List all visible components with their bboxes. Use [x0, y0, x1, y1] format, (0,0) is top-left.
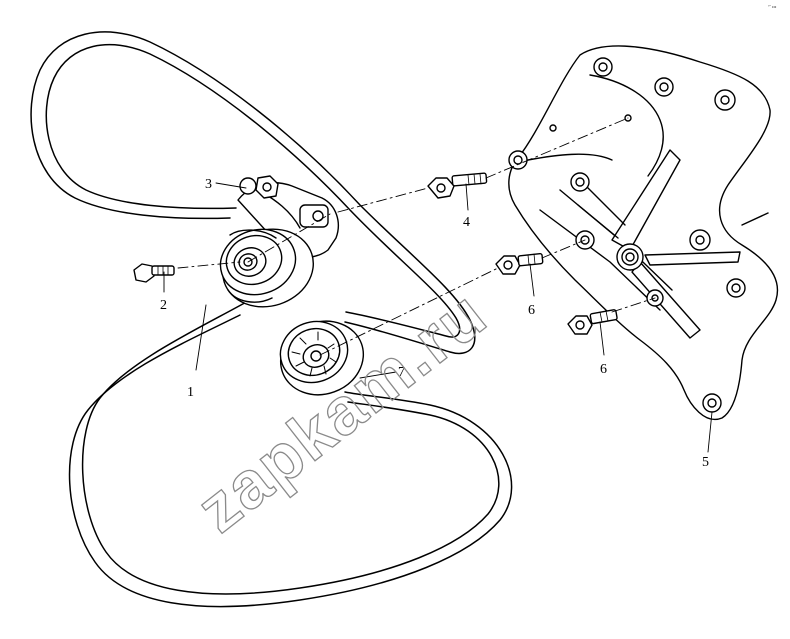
bracket-bolt-lower — [567, 309, 618, 335]
assembly-axes — [177, 117, 656, 356]
idler-pulley — [279, 320, 365, 396]
long-bolt — [427, 172, 488, 199]
drive-belt — [30, 31, 513, 608]
mounting-bracket — [508, 45, 779, 421]
watermark: zapkam.ru — [183, 276, 500, 546]
callout-long-bolt: 4 — [463, 215, 470, 230]
tensioner-bolt — [133, 263, 175, 283]
leader-lines — [163, 182, 713, 453]
bracket-bolt-mid — [495, 252, 544, 275]
belt-tensioner — [219, 175, 340, 308]
callout-bolt-lower: 6 — [600, 362, 607, 377]
callout-tensioner-bolt: 2 — [160, 298, 167, 313]
callout-belt: 1 — [187, 385, 194, 400]
callout-bolt-mid: 6 — [528, 303, 535, 318]
callout-bracket: 5 — [702, 455, 709, 470]
callout-idler-pulley: 7 — [398, 365, 405, 380]
callout-tensioner: 3 — [205, 177, 212, 192]
callout-labels: 1 2 3 4 5 6 6 7 — [160, 177, 709, 470]
corner-mark: °˜ ••• — [768, 4, 777, 9]
